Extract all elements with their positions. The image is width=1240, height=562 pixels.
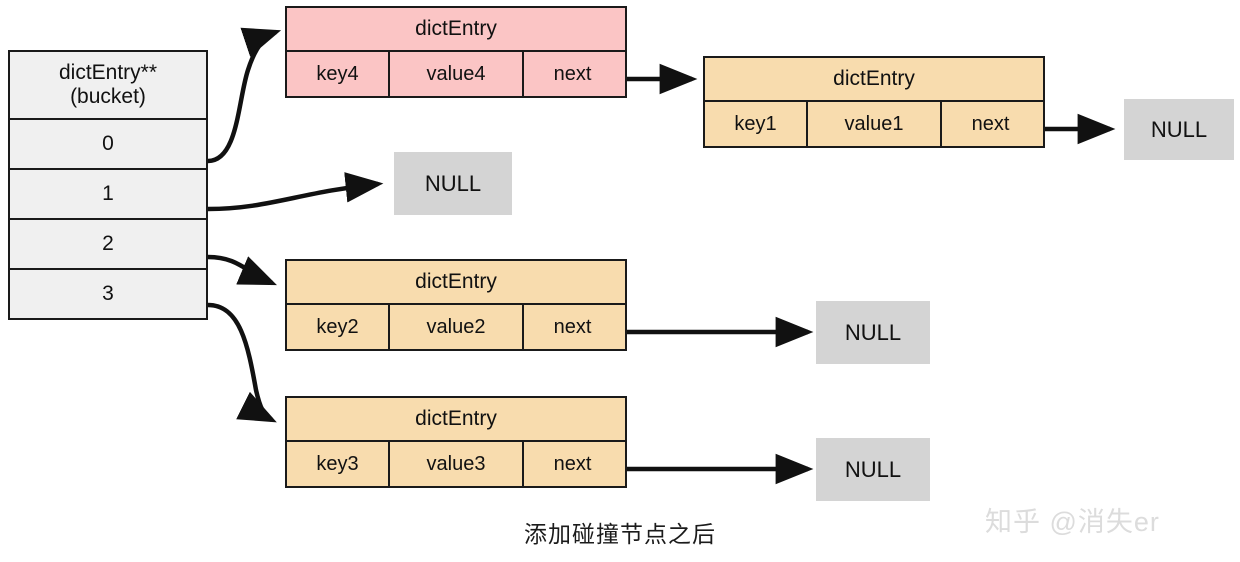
- node-field-next: next: [971, 112, 1010, 135]
- bucket-header-name: (bucket): [70, 85, 146, 108]
- diagram-caption: 添加碰撞节点之后: [524, 522, 716, 548]
- node-field-key: key4: [287, 52, 390, 96]
- bucket-index-label: 0: [102, 132, 114, 155]
- null-label: NULL: [1150, 116, 1208, 142]
- bucket-index-label: 2: [102, 232, 114, 255]
- bucket-cell-1: 1: [10, 170, 206, 220]
- node-field-value: value1: [808, 102, 942, 146]
- node-title: dictEntry: [287, 261, 625, 305]
- bucket-array: dictEntry** (bucket) 0 1 2 3: [8, 50, 208, 320]
- node-title: dictEntry: [287, 398, 625, 442]
- node-field-key: key2: [287, 305, 390, 349]
- node-field-key: key1: [705, 102, 808, 146]
- node-field-next: next: [553, 62, 592, 85]
- node-fields: key4 value4 next: [287, 52, 625, 96]
- null-label: NULL: [844, 319, 902, 345]
- edge-bucket0-to-key4: [207, 27, 282, 164]
- null-box-key2: NULL: [816, 301, 930, 364]
- node-title: dictEntry: [287, 8, 625, 52]
- node-field-next: next: [553, 452, 592, 475]
- dictentry-node-key2: dictEntry key2 value2 next: [285, 259, 627, 351]
- node-field-value: value4: [390, 52, 524, 96]
- bucket-index-label: 3: [102, 282, 114, 305]
- node-title: dictEntry: [705, 58, 1043, 102]
- null-box-key3: NULL: [816, 438, 930, 501]
- edge-bucket1-to-null: [207, 172, 384, 212]
- bucket-array-header: dictEntry** (bucket): [10, 52, 206, 120]
- node-field-value: value3: [390, 442, 524, 486]
- bucket-cell-3: 3: [10, 270, 206, 318]
- bucket-index-label: 1: [102, 182, 114, 205]
- edge-bucket3-to-key3: [207, 302, 277, 423]
- bucket-cell-2: 2: [10, 220, 206, 270]
- edge-bucket2-to-key2: [207, 254, 277, 286]
- watermark: 知乎 @消失er: [985, 507, 1160, 537]
- node-field-key: key3: [287, 442, 390, 486]
- node-fields: key2 value2 next: [287, 305, 625, 349]
- node-field-next: next: [553, 315, 592, 338]
- bucket-header-type: dictEntry**: [58, 61, 158, 85]
- node-field-value: value2: [390, 305, 524, 349]
- dictentry-node-key3: dictEntry key3 value3 next: [285, 396, 627, 488]
- bucket-cell-0: 0: [10, 120, 206, 170]
- null-label: NULL: [424, 170, 482, 196]
- null-box-key1: NULL: [1124, 99, 1234, 160]
- dictentry-node-key4: dictEntry key4 value4 next: [285, 6, 627, 98]
- node-fields: key1 value1 next: [705, 102, 1043, 146]
- null-box-bucket1: NULL: [394, 152, 512, 215]
- node-fields: key3 value3 next: [287, 442, 625, 486]
- null-label: NULL: [844, 456, 902, 482]
- dictentry-node-key1: dictEntry key1 value1 next: [703, 56, 1045, 148]
